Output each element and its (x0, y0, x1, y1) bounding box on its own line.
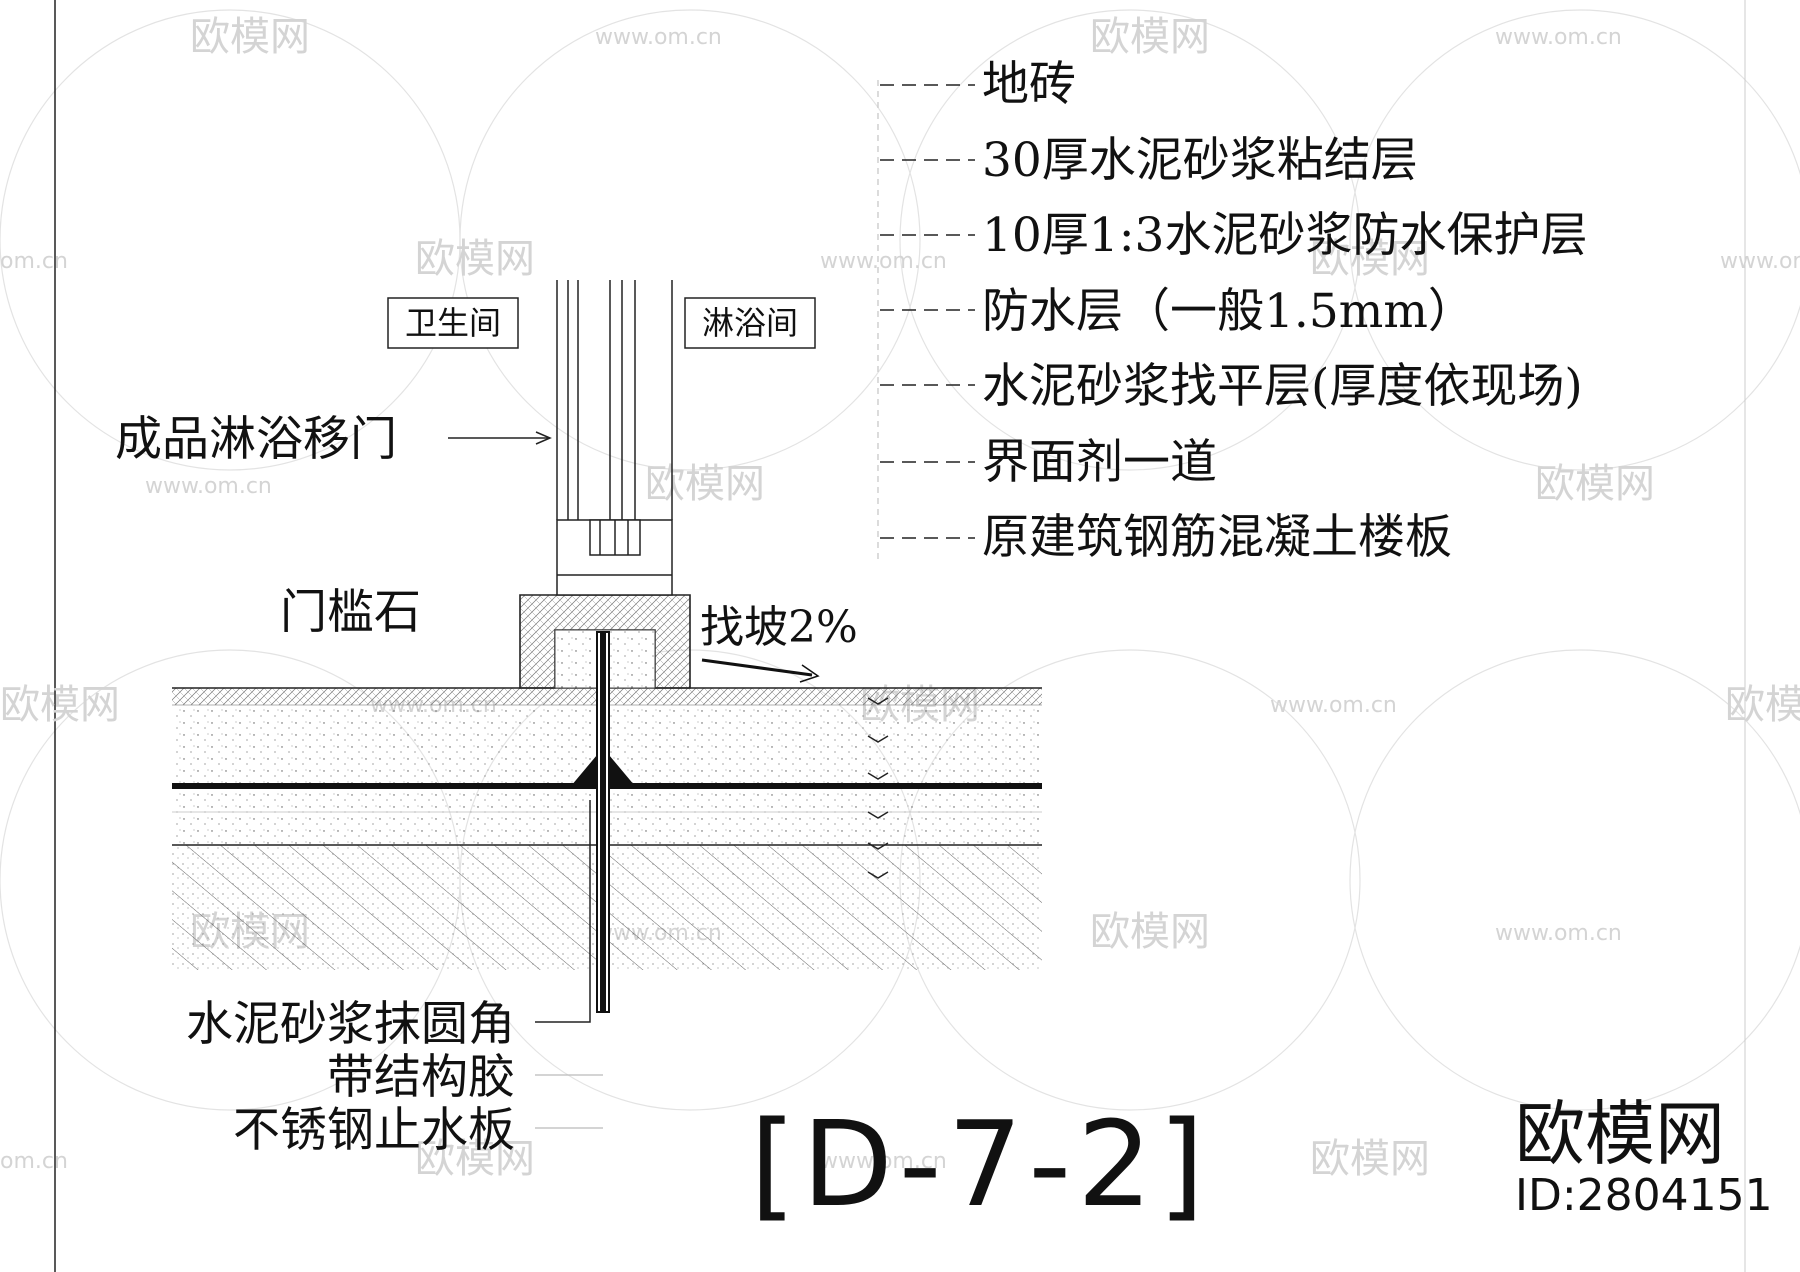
watermark-brand: 欧模网 (1535, 461, 1655, 507)
watermark-url: www.om.cn (1495, 25, 1622, 50)
layer-labels: 地砖 30厚水泥砂浆粘结层 10厚1:3水泥砂浆防水保护层 防水层（一般1.5m… (982, 57, 1587, 565)
slope-arrow (701, 658, 820, 683)
watermark-url: www.om.cn (1495, 921, 1622, 946)
water-stop-plate (571, 631, 635, 1013)
threshold-label: 门槛石 (280, 585, 421, 640)
watermark-url: www.om.cn (820, 1149, 947, 1174)
watermark-url: www.om.cn (145, 474, 272, 499)
watermark-brand: 欧模网 (1725, 682, 1800, 728)
door-callout: 成品淋浴移门 (115, 412, 552, 467)
layer-label-tile: 地砖 (982, 57, 1076, 112)
watermark-url: www.om.cn (1270, 693, 1397, 718)
door-label: 成品淋浴移门 (115, 412, 397, 467)
brand-logo: 欧模网 (1515, 1093, 1725, 1175)
watermark-url: om.cn (0, 249, 68, 274)
watermark-brand: 欧模网 (1310, 236, 1430, 282)
drawing-id: [D-7-2] (750, 1095, 1210, 1233)
watermark-url: om.cn (0, 1149, 68, 1174)
sliding-door (556, 280, 673, 596)
layer-label-waterproof: 防水层（一般1.5mm） (982, 284, 1475, 339)
watermark-brand: 欧模网 (645, 461, 765, 507)
callout-glue: 带结构胶 (327, 1050, 515, 1105)
watermark-brand: 欧模网 (0, 682, 120, 728)
layer-label-leveling: 水泥砂浆找平层(厚度依现场) (982, 359, 1583, 414)
room-tags: 卫生间 淋浴间 (387, 297, 816, 349)
layer-label-slab: 原建筑钢筋混凝土楼板 (982, 510, 1452, 565)
watermark-brand: 欧模网 (190, 14, 310, 60)
callout-water-stop: 不锈钢止水板 (233, 1103, 515, 1158)
brand-id: ID:2804151 (1515, 1170, 1773, 1221)
room-tag-left: 卫生间 (405, 304, 501, 342)
watermark-brand: 欧模网 (1310, 1136, 1430, 1182)
room-tag-right: 淋浴间 (702, 304, 798, 342)
room-tag-right-box (684, 297, 816, 349)
layer-leaders (880, 84, 975, 539)
slope-label: 找坡2% (700, 602, 858, 653)
watermark-brand: 欧模网 (415, 1136, 535, 1182)
watermark-url: www.om.cn (595, 25, 722, 50)
layer-label-protection: 10厚1:3水泥砂浆防水保护层 (982, 208, 1587, 263)
watermark-url: www.om.cn (820, 249, 947, 274)
layer-label-primer: 界面剂一道 (982, 435, 1217, 490)
watermark-brand: 欧模网 (1090, 909, 1210, 955)
watermark-brand: 欧模网 (1090, 14, 1210, 60)
callout-fillet: 水泥砂浆抹圆角 (186, 997, 515, 1052)
watermark-url: www.om.cn (1720, 249, 1800, 274)
layer-label-bonding: 30厚水泥砂浆粘结层 (982, 133, 1418, 188)
room-tag-left-box (387, 297, 519, 349)
watermarks: 欧模网 欧模网 www.om.cn www.om.cn 欧模网 欧模网 om.c… (0, 14, 1800, 1182)
bottom-callouts: 水泥砂浆抹圆角 带结构胶 不锈钢止水板 (186, 800, 603, 1158)
slope-indicator-arrows (867, 80, 889, 879)
watermark-brand: 欧模网 (415, 236, 535, 282)
brand-block: 欧模网 ID:2804151 (1515, 1093, 1773, 1221)
